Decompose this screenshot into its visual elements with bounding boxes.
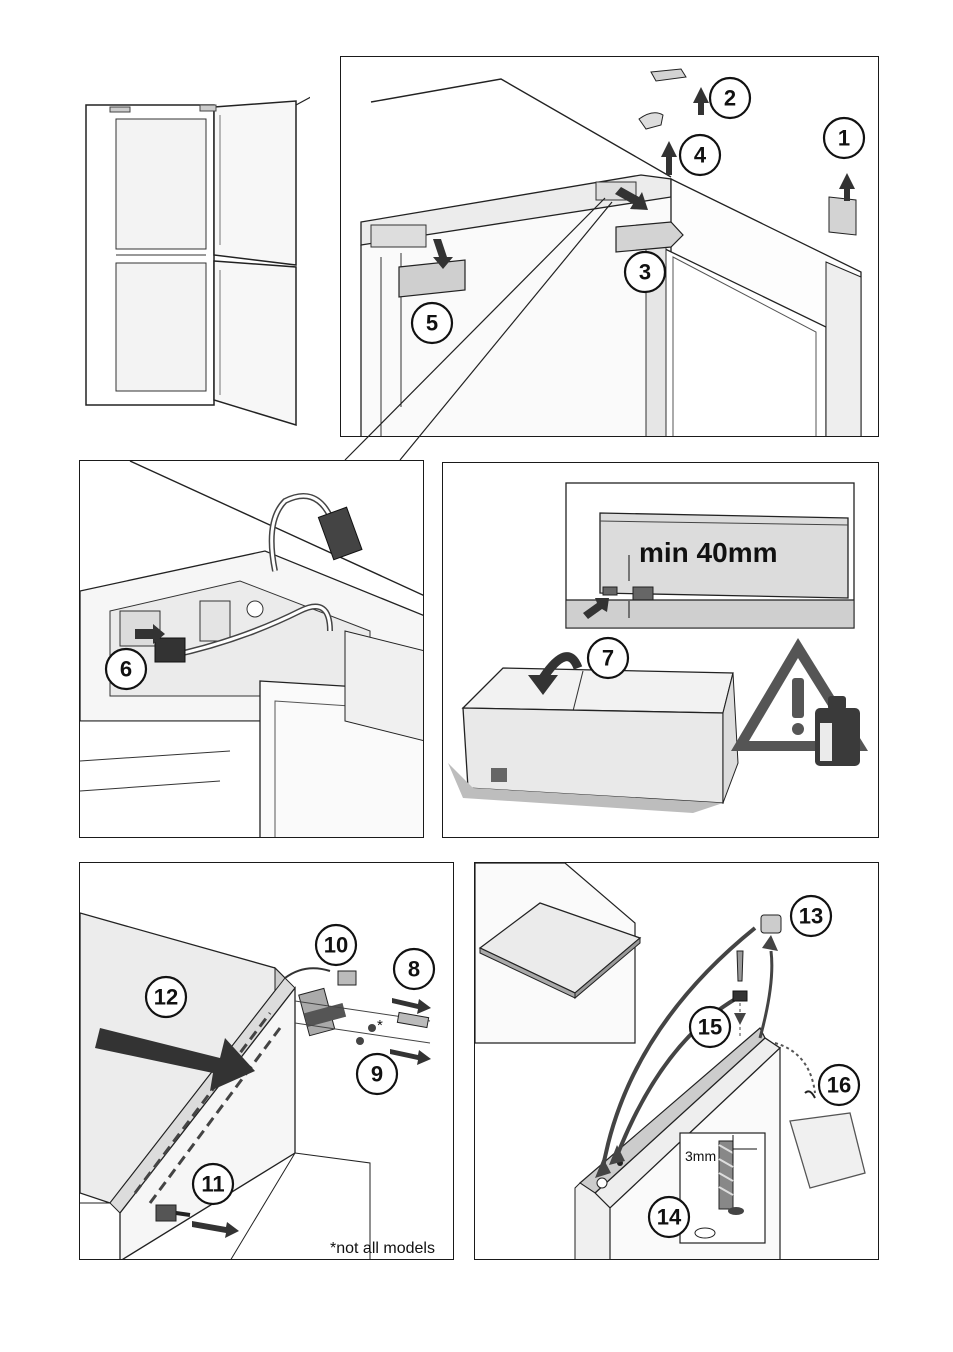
svg-text:16: 16	[827, 1073, 851, 1098]
drill-size-label: 3mm	[685, 1148, 716, 1164]
svg-text:7: 7	[602, 646, 614, 671]
panel-connector-disconnect: 6	[79, 460, 424, 838]
svg-text:15: 15	[698, 1015, 722, 1040]
panel-door-fixing: 3mm 13 14 15 16	[474, 862, 879, 1260]
asterisk-note: *	[377, 1017, 383, 1034]
footnote: *not all models	[330, 1240, 435, 1257]
svg-text:12: 12	[154, 985, 178, 1010]
zoom-lines	[0, 0, 953, 470]
panel-min-clearance: min 40mm 7	[442, 462, 879, 838]
panel-hinge-transfer: * *not all models 8 9 10 11 12	[79, 862, 454, 1260]
svg-text:9: 9	[371, 1062, 383, 1087]
step-badge: 6	[106, 649, 146, 689]
step-badge: 7	[588, 638, 628, 678]
min-clearance-label: min 40mm	[639, 537, 778, 568]
svg-text:8: 8	[408, 957, 420, 982]
svg-text:6: 6	[120, 657, 132, 682]
svg-text:14: 14	[657, 1205, 682, 1230]
svg-text:13: 13	[799, 904, 823, 929]
svg-text:10: 10	[324, 933, 348, 958]
svg-text:11: 11	[201, 1172, 224, 1197]
